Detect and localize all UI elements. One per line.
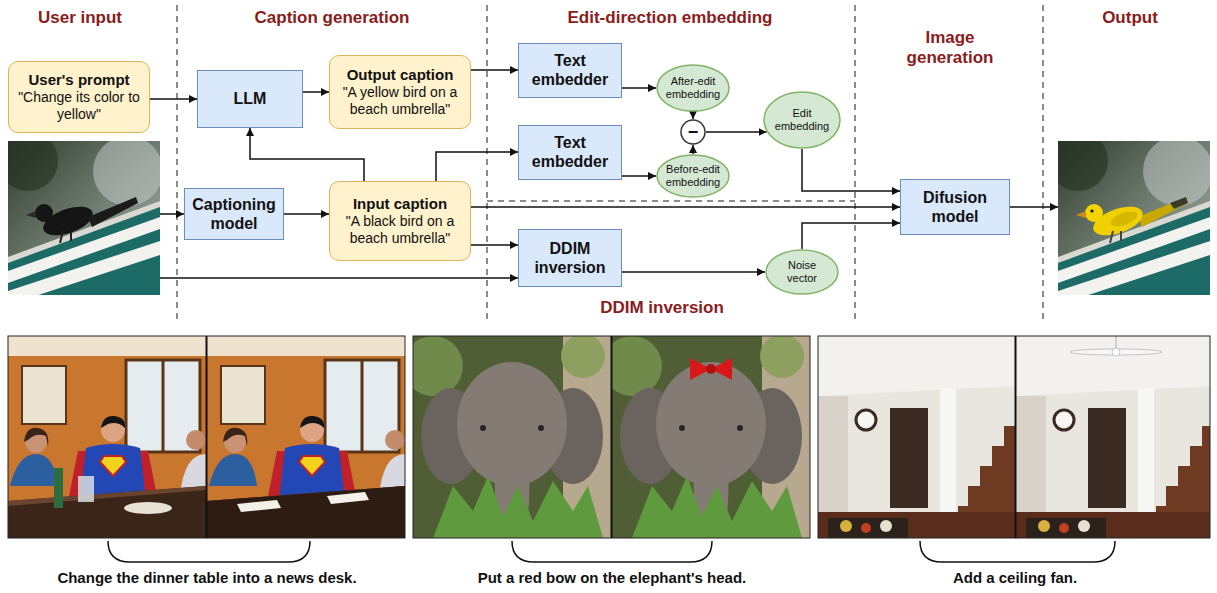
shape-outline (681, 120, 705, 144)
diffusion-box: Difusion model (900, 179, 1010, 235)
arrow-connector (284, 213, 329, 215)
node-text: "Change its color to yellow" (16, 89, 142, 123)
arrow-connector (471, 244, 518, 246)
llm-box: LLM (197, 70, 303, 128)
section-heading: Caption generation (182, 8, 482, 28)
arrow-connector (303, 91, 329, 93)
node-text: Output caption (347, 66, 454, 84)
embedder-box: Text embedder (518, 43, 622, 98)
section-heading: Output (1050, 8, 1210, 28)
caption-box: Output caption"A yellow bird on a beach … (329, 55, 471, 129)
caption-box: Input caption"A black bird on a beach um… (329, 181, 471, 261)
embedding-ellipse: Edit embedding (763, 91, 841, 149)
noise-ellipse: Noise vector (765, 249, 839, 295)
arrow-connector (622, 271, 765, 273)
embedding-ellipse: Before-edit embedding (656, 154, 730, 198)
example-caption: Change the dinner table into a news desk… (7, 569, 407, 587)
node-text: DDIM inversion (523, 239, 617, 277)
captioning-box: Captioning model (184, 188, 284, 240)
arrow-connector (622, 87, 656, 89)
arrow-connector (471, 206, 900, 208)
minus-circle: − (680, 119, 706, 145)
node-text: Input caption (353, 195, 447, 213)
shape-outline (657, 155, 729, 197)
node-text: Before-edit embedding (665, 163, 721, 188)
section-heading: User input (0, 8, 160, 28)
node-text: Difusion model (905, 188, 1005, 226)
example-caption: Add a ceiling fan. (815, 569, 1215, 587)
shape-outline (657, 65, 729, 111)
section-heading: Edit-direction embedding (490, 8, 850, 28)
node-text: "A yellow bird on a beach umbrella" (337, 84, 463, 118)
node-text: Noise vector (774, 259, 830, 284)
arrow-connector (802, 223, 900, 249)
node-text: Text embedder (523, 51, 617, 89)
embedder-box: Text embedder (518, 125, 622, 180)
embedding-ellipse: After-edit embedding (656, 64, 730, 112)
prompt-box: User's prompt"Change its color to yellow… (8, 61, 150, 133)
inversion-box: DDIM inversion (518, 229, 622, 287)
node-text: LLM (234, 89, 267, 108)
arrow-connector (692, 145, 694, 154)
shape-outline (764, 92, 840, 148)
shape-outline (766, 250, 838, 294)
arrow-connector (436, 152, 518, 181)
node-text: Edit embedding (772, 107, 832, 132)
arrow-connector (471, 69, 518, 71)
node-text: After-edit embedding (665, 75, 721, 100)
section-heading: Image generation (898, 28, 1002, 69)
node-text: Text embedder (523, 133, 617, 171)
section-heading: DDIM inversion (562, 298, 762, 318)
node-text: "A black bird on a beach umbrella" (337, 213, 463, 247)
arrow-connector (622, 175, 656, 177)
arrow-connector (692, 112, 694, 119)
arrow-connector (150, 98, 197, 100)
arrow-connector (706, 131, 767, 133)
node-text: User's prompt (28, 71, 129, 89)
node-text: − (688, 123, 699, 141)
arrow-connector (802, 149, 900, 191)
arrow-connector (250, 128, 364, 181)
node-text: Captioning model (189, 195, 279, 233)
example-caption: Put a red bow on the elephant's head. (412, 569, 812, 587)
